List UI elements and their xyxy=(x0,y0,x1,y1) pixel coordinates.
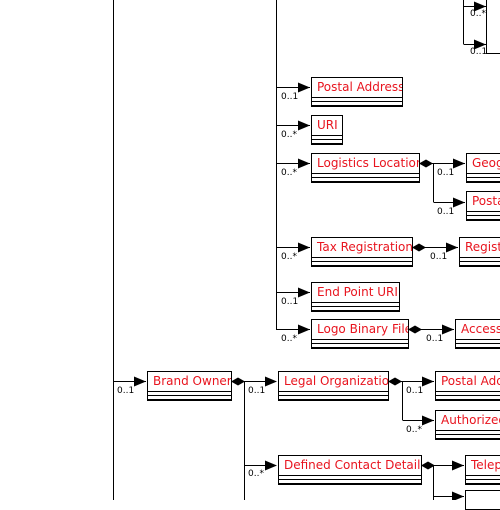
class-name: End Point URI xyxy=(312,283,399,303)
multiplicity-label: 0..1 xyxy=(437,168,455,178)
class-name: Legal Organization xyxy=(279,372,388,392)
class-name: Authorized xyxy=(436,411,500,431)
multiplicity-label: 0..* xyxy=(470,9,486,19)
class-name: Brand Owner xyxy=(148,372,231,392)
multiplicity-label: 0..1 xyxy=(248,386,266,396)
multiplicity-label: 0..* xyxy=(281,168,297,178)
legal-organization-class[interactable]: Legal Organization xyxy=(278,371,389,401)
multiplicity-label: 0..1 xyxy=(470,47,488,57)
geo-class[interactable]: Geog xyxy=(466,153,500,183)
end-point-uri-class[interactable]: End Point URI xyxy=(311,282,400,312)
logo-binary-file-class[interactable]: Logo Binary File xyxy=(311,319,409,349)
bottom-right-class-box[interactable] xyxy=(465,490,500,510)
class-name: Postal Address xyxy=(312,78,402,98)
multiplicity-label: 0..* xyxy=(281,130,297,140)
class-name: Access xyxy=(456,320,500,340)
class-name: Logo Binary File xyxy=(312,320,408,340)
multiplicity-label: 0..* xyxy=(281,334,297,344)
multiplicity-label: 0..1 xyxy=(437,207,455,217)
class-name: Tax Registration xyxy=(312,238,412,258)
regist-class[interactable]: Regist xyxy=(459,237,500,267)
access-class[interactable]: Access xyxy=(455,319,500,349)
class-name: URI xyxy=(312,116,342,136)
postal-address-class[interactable]: Postal Address xyxy=(311,77,403,107)
multiplicity-label: 0..* xyxy=(281,252,297,262)
class-name: Regist xyxy=(460,238,500,258)
multiplicity-label: 0..* xyxy=(248,469,264,479)
authorized-class[interactable]: Authorized xyxy=(435,410,500,440)
multiplicity-label: 0..* xyxy=(406,425,422,435)
class-name: Posta xyxy=(467,192,500,212)
defined-contact-details-class[interactable]: Defined Contact Details xyxy=(278,455,422,485)
logistics-location-class[interactable]: Logistics Location xyxy=(311,153,420,183)
uri-class[interactable]: URI xyxy=(311,115,343,145)
class-name: Defined Contact Details xyxy=(279,456,421,476)
telep-class[interactable]: Telep xyxy=(465,455,500,485)
class-name: Logistics Location xyxy=(312,154,419,174)
posta-class[interactable]: Posta xyxy=(466,191,500,221)
class-name: Geog xyxy=(467,154,500,174)
multiplicity-label: 0..1 xyxy=(117,386,135,396)
multiplicity-label: 0..1 xyxy=(281,92,299,102)
class-name: Telep xyxy=(466,456,500,476)
multiplicity-label: 0..1 xyxy=(426,334,444,344)
tax-registration-class[interactable]: Tax Registration xyxy=(311,237,413,267)
multiplicity-label: 0..1 xyxy=(406,386,424,396)
brand-owner-class[interactable]: Brand Owner xyxy=(147,371,232,401)
multiplicity-label: 0..1 xyxy=(430,252,448,262)
top-right-class-box[interactable] xyxy=(486,0,500,54)
postal-add-class[interactable]: Postal Add xyxy=(435,371,500,401)
class-name: Postal Add xyxy=(436,372,500,392)
multiplicity-label: 0..1 xyxy=(281,297,299,307)
